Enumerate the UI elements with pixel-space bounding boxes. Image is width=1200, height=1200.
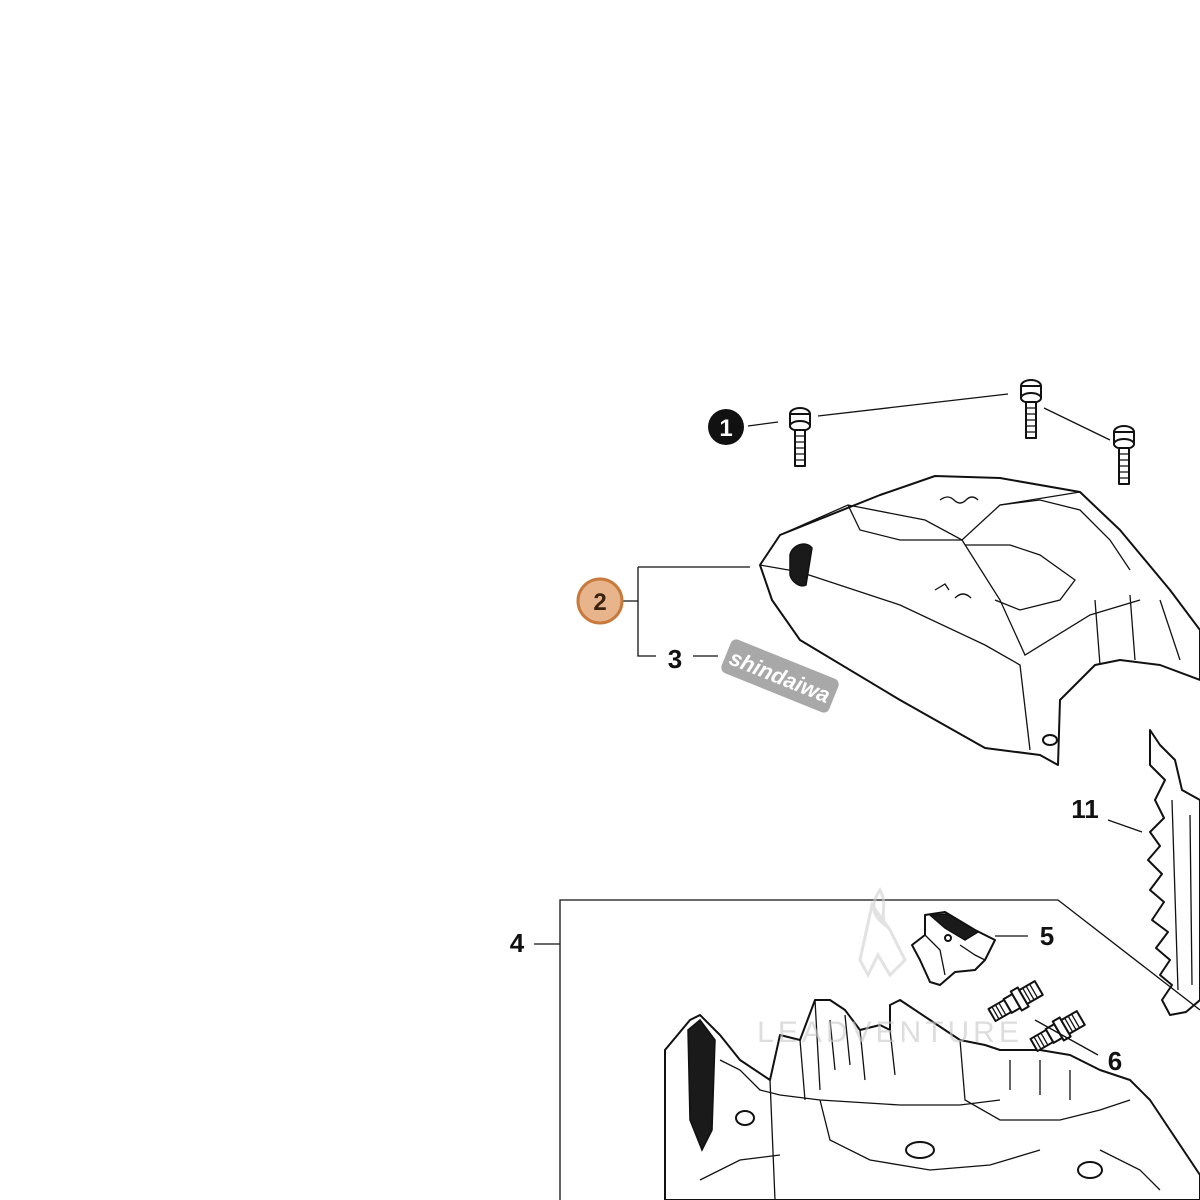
screw-part-1-a[interactable] <box>789 407 811 467</box>
callout-2-badge[interactable]: 2 <box>576 577 624 625</box>
clip-part-5[interactable] <box>911 911 996 986</box>
watermark-logo: LEADVENTURE <box>757 887 1023 1049</box>
callout-6-label[interactable]: 6 <box>1108 1046 1122 1076</box>
callout-5-label[interactable]: 5 <box>1040 921 1054 951</box>
leader-line-2-3 <box>620 566 750 657</box>
bumper-spike-part-11[interactable] <box>1147 729 1200 1016</box>
callout-1-label: 1 <box>719 415 732 442</box>
callout-4-label[interactable]: 4 <box>510 928 525 958</box>
leader-line-4 <box>534 899 1200 1200</box>
screw-part-1-b[interactable] <box>1020 379 1042 439</box>
callout-3-label[interactable]: 3 <box>668 644 682 674</box>
top-cover-part-2[interactable] <box>759 475 1200 766</box>
callout-11-label[interactable]: 11 <box>1071 794 1099 824</box>
watermark-text: LEADVENTURE <box>757 1016 1023 1049</box>
stud-part-6-a[interactable] <box>987 978 1045 1024</box>
callout-1-badge[interactable]: 1 <box>708 409 744 445</box>
leader-line-11 <box>1107 819 1143 833</box>
callout-2-label: 2 <box>593 589 606 616</box>
crankcase-part-4[interactable] <box>664 999 1200 1200</box>
stud-part-6-b[interactable] <box>1029 1008 1087 1054</box>
screw-part-1-c[interactable] <box>1113 425 1135 485</box>
leader-line-6 <box>1034 1019 1099 1056</box>
leader-line-1 <box>747 393 1111 441</box>
